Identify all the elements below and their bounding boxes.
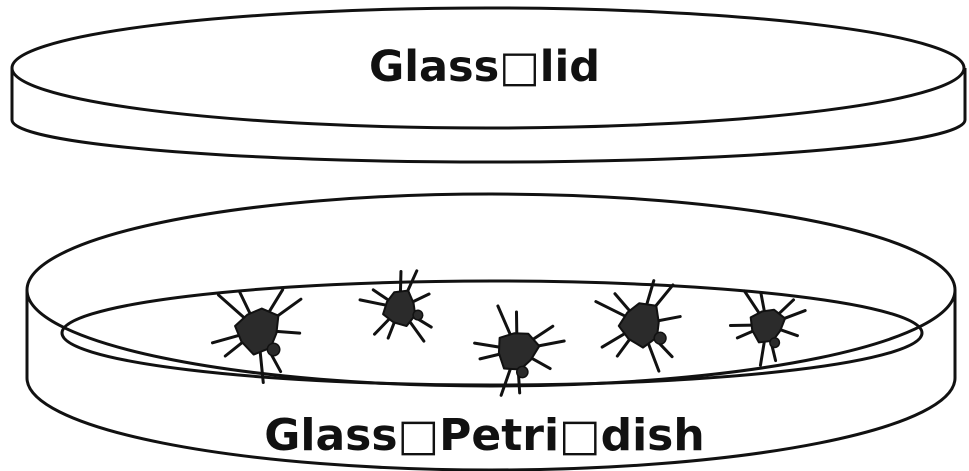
- specimen-4: [595, 279, 685, 376]
- specimen-head: [654, 332, 667, 345]
- dish-label: Glass□Petri□dish: [0, 410, 969, 461]
- lid-label: Glass□lid: [0, 42, 969, 92]
- specimen-body: [617, 302, 661, 350]
- specimen-1: [205, 279, 307, 387]
- specimen-2: [356, 265, 444, 357]
- specimen-body: [487, 322, 543, 379]
- specimen-3: [457, 294, 571, 410]
